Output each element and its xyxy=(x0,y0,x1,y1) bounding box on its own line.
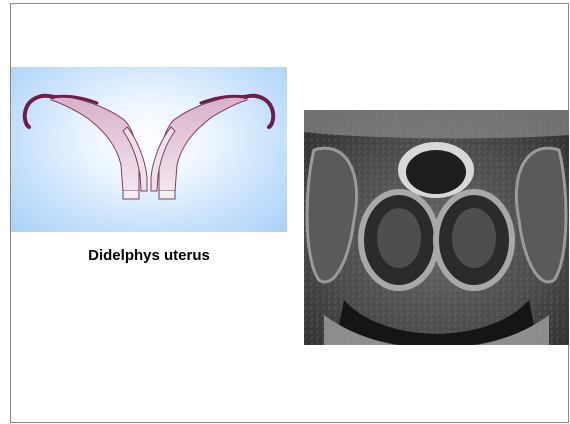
diagram-caption: Didelphys uterus xyxy=(11,247,287,264)
mri-scan-image xyxy=(304,110,569,345)
mri-scan-icon xyxy=(304,110,569,345)
didelphys-uterus-diagram xyxy=(11,67,287,232)
didelphys-uterus-diagram-icon xyxy=(11,67,287,232)
